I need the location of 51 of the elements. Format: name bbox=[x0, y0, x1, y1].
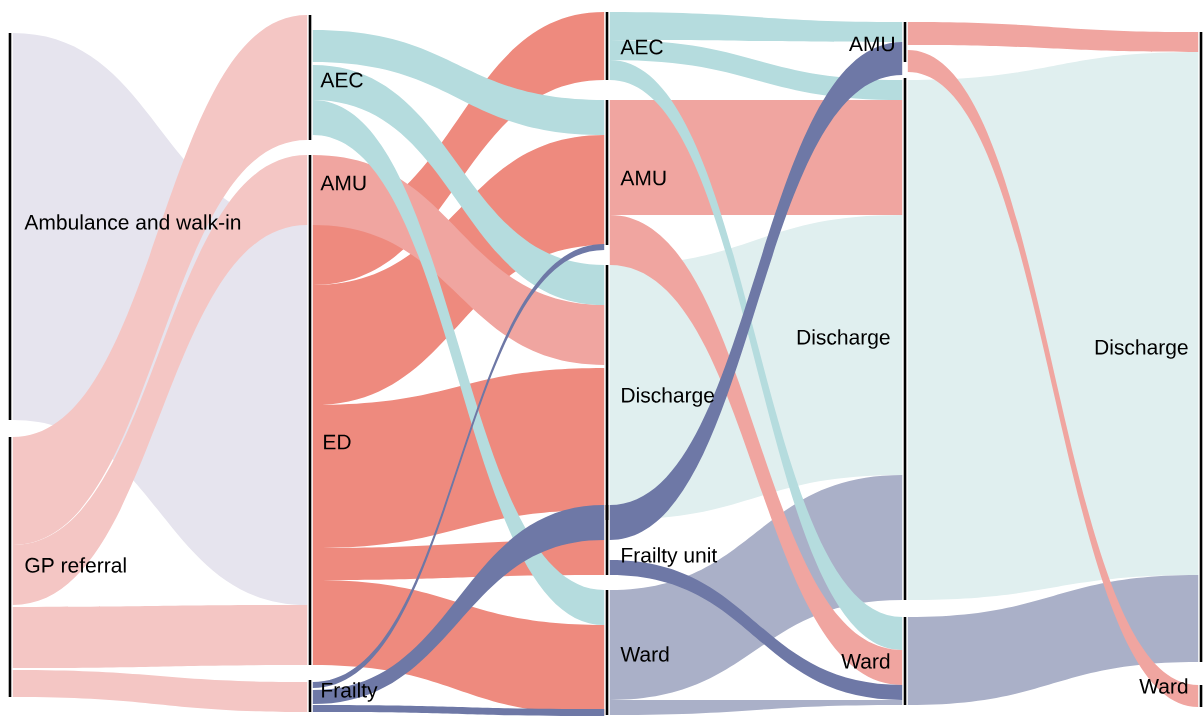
node-label: Discharge bbox=[1095, 339, 1188, 359]
node-label: Ambulance and walk-in bbox=[24, 214, 241, 230]
node-bar bbox=[903, 22, 907, 62]
node-label: ED bbox=[324, 434, 351, 450]
flow-band bbox=[907, 575, 1199, 705]
node-bar bbox=[308, 155, 312, 225]
node-label: AEC bbox=[620, 39, 663, 55]
node-bar bbox=[605, 100, 609, 245]
flow-band bbox=[312, 30, 605, 135]
node-label: Ward bbox=[841, 653, 890, 669]
flow-band bbox=[12, 155, 308, 605]
flow-band bbox=[907, 22, 1199, 52]
node-bar bbox=[8, 33, 12, 420]
node-bar bbox=[1199, 685, 1203, 707]
flow-band bbox=[609, 12, 903, 42]
flow-band bbox=[312, 155, 605, 365]
node-label: AMU bbox=[320, 175, 366, 191]
flow-band bbox=[609, 42, 903, 540]
node-bar bbox=[903, 617, 907, 705]
flow-band bbox=[907, 50, 1199, 707]
node-bar bbox=[605, 505, 609, 575]
flow-band bbox=[609, 560, 903, 700]
flow-band bbox=[609, 60, 903, 650]
node-label: Ward bbox=[620, 646, 669, 662]
node-bar bbox=[8, 437, 12, 697]
flow-band bbox=[312, 505, 605, 704]
flow-band bbox=[907, 52, 1199, 600]
flow-band bbox=[609, 700, 903, 715]
node-label: AMU bbox=[849, 36, 894, 52]
flow-band bbox=[609, 100, 903, 215]
node-bar bbox=[605, 590, 609, 715]
node-label: AEC bbox=[320, 72, 363, 88]
flow-band bbox=[312, 705, 605, 716]
node-label: AMU bbox=[620, 170, 666, 186]
flow-band bbox=[12, 670, 308, 712]
node-label: Discharge bbox=[797, 329, 890, 349]
node-bar bbox=[605, 12, 609, 80]
flow-band bbox=[609, 215, 903, 685]
node-label: GP referral bbox=[25, 557, 126, 573]
flow-band bbox=[312, 368, 605, 548]
flow-band bbox=[12, 605, 308, 668]
node-label: Frailty unit bbox=[622, 547, 718, 567]
node-bar bbox=[308, 680, 312, 712]
node-bar bbox=[903, 78, 907, 600]
flow-band bbox=[312, 100, 605, 625]
node-label: Discharge bbox=[622, 387, 714, 407]
flow-band bbox=[312, 65, 605, 305]
node-bar bbox=[308, 15, 312, 140]
node-bar bbox=[1199, 32, 1203, 662]
flow-band bbox=[312, 244, 605, 688]
node-label: Ward bbox=[1139, 678, 1188, 694]
